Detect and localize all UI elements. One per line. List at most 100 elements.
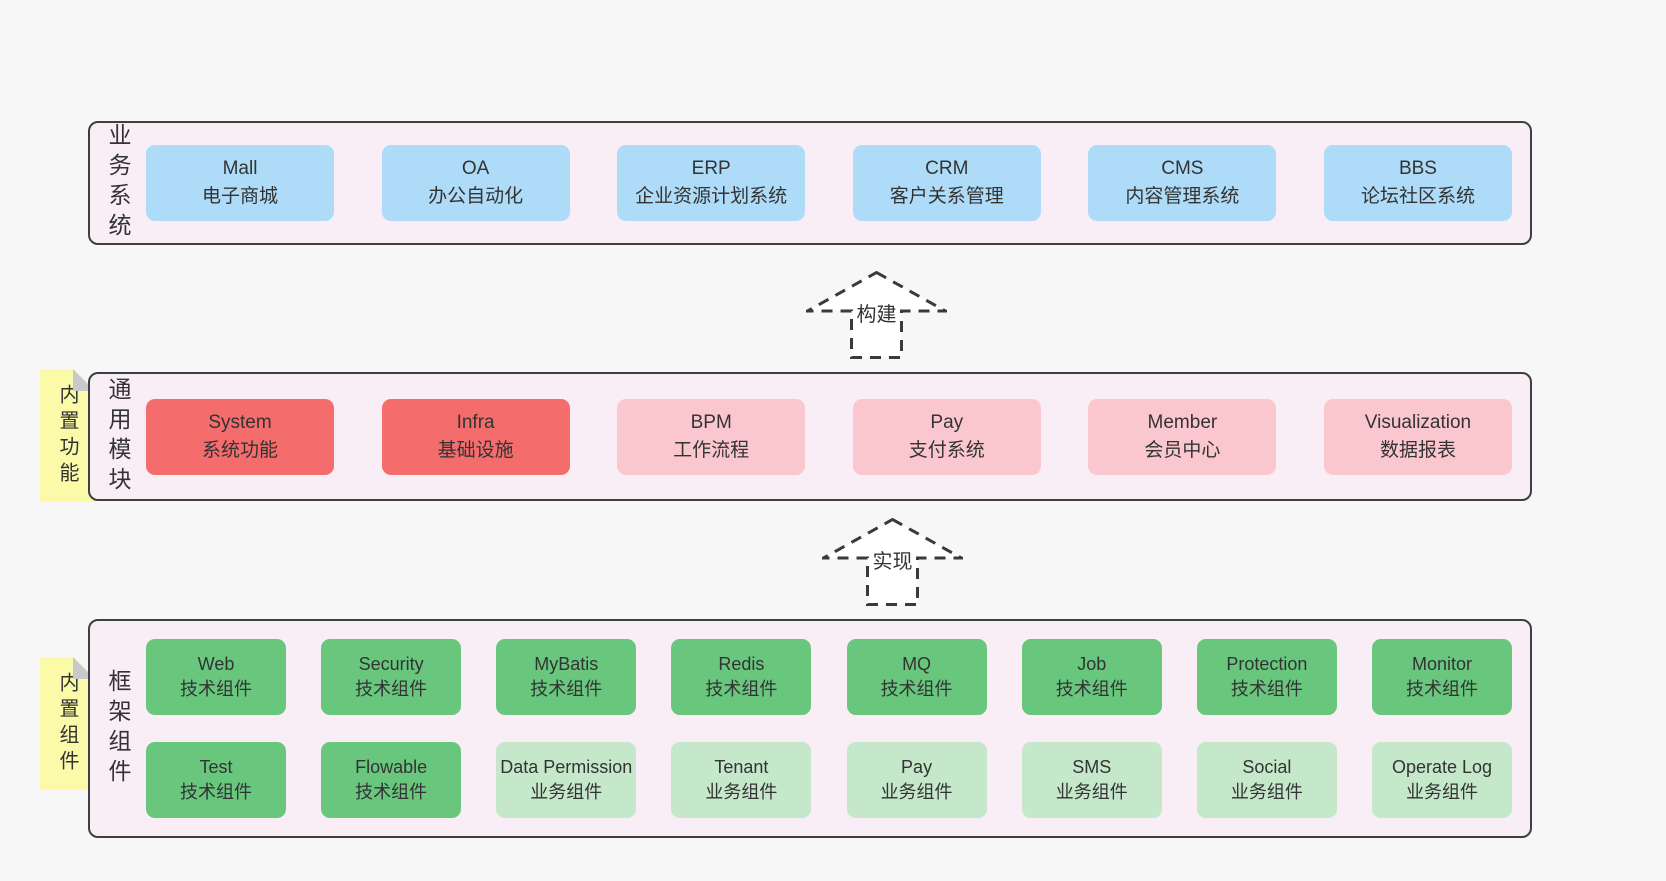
box-desc: 会员中心 <box>1144 439 1221 461</box>
box-desc: 技术组件 <box>530 679 603 699</box>
layer-common-modules-label: 通用模块 <box>105 376 131 497</box>
layer-business-systems-label: 业务系统 <box>105 123 131 243</box>
box-desc: 客户关系管理 <box>889 186 1004 207</box>
component-box: Pay 业务组件 <box>846 742 987 818</box>
box-name: SMS <box>1072 756 1112 777</box>
box-name: MyBatis <box>534 653 599 674</box>
component-box: Tenant 业务组件 <box>671 742 812 818</box>
box-desc: 技术组件 <box>355 782 428 802</box>
box-desc: 内容管理系统 <box>1125 186 1240 207</box>
component-box: MQ 技术组件 <box>846 639 987 715</box>
box-name: BBS <box>1398 158 1437 180</box>
business-system-box: Mall 电子商城 <box>146 145 334 221</box>
box-desc: 业务组件 <box>705 782 778 802</box>
implement-arrow-label: 实现 <box>869 545 916 574</box>
module-box: Member 会员中心 <box>1088 398 1277 475</box>
box-desc: 技术组件 <box>705 679 778 699</box>
component-box: Security 技术组件 <box>321 639 462 715</box>
layer-framework-components: 框架组件 Web 技术组件 Security 技术组件 MyBatis <box>88 619 1532 838</box>
box-name: Redis <box>718 653 765 674</box>
business-system-box: CMS 内容管理系统 <box>1088 145 1277 221</box>
note-built-in-functions: 内置功能 <box>40 369 95 502</box>
component-box: Data Permission 业务组件 <box>496 742 637 818</box>
component-box: Monitor 技术组件 <box>1371 639 1512 715</box>
common-modules-row: System 系统功能 Infra 基础设施 BPM 工作流程 Pay <box>146 398 1512 475</box>
box-desc: 技术组件 <box>180 782 252 802</box>
component-box: Job 技术组件 <box>1021 639 1162 715</box>
layer-business-systems-content: Mall 电子商城 OA 办公自动化 ERP 企业资源计划系统 CRM <box>146 123 1530 243</box>
box-desc: 企业资源计划系统 <box>635 186 788 207</box>
box-desc: 业务组件 <box>880 782 953 802</box>
box-desc: 数据报表 <box>1379 439 1456 461</box>
business-system-box: CRM 客户关系管理 <box>852 145 1041 221</box>
component-box: Protection 技术组件 <box>1196 639 1337 715</box>
box-desc: 基础设施 <box>437 439 514 461</box>
box-desc: 办公自动化 <box>428 186 524 207</box>
box-name: Security <box>358 653 424 674</box>
box-desc: 支付系统 <box>908 439 985 461</box>
box-name: MQ <box>902 653 932 674</box>
note-built-in-components: 内置组件 <box>40 657 95 790</box>
layer-business-systems: 业务系统 Mall 电子商城 OA 办公自动化 ERP <box>88 121 1532 245</box>
box-desc: 业务组件 <box>530 782 603 802</box>
framework-components-row-bottom: Test 技术组件 Flowable 技术组件 Data Permission … <box>146 742 1512 818</box>
box-name: Protection <box>1226 653 1308 674</box>
build-arrow-label: 构建 <box>853 298 900 327</box>
box-desc: 系统功能 <box>201 439 278 461</box>
box-desc: 电子商城 <box>201 186 278 207</box>
box-desc: 工作流程 <box>673 439 750 461</box>
box-name: Infra <box>456 411 495 433</box>
box-name: Job <box>1077 653 1107 674</box>
box-name: Pay <box>930 411 964 433</box>
component-box: MyBatis 技术组件 <box>496 639 637 715</box>
build-arrow-icon: 构建 <box>806 271 947 359</box>
box-name: Member <box>1147 411 1218 433</box>
box-name: OA <box>461 158 490 180</box>
implement-arrow-icon: 实现 <box>822 518 963 606</box>
box-name: Operate Log <box>1391 756 1493 777</box>
component-box: Social 业务组件 <box>1196 742 1337 818</box>
component-box: Redis 技术组件 <box>671 639 812 715</box>
component-box: Flowable 技术组件 <box>321 742 462 818</box>
layer-common-modules-content: System 系统功能 Infra 基础设施 BPM 工作流程 Pay <box>146 374 1530 499</box>
layer-framework-components-content: Web 技术组件 Security 技术组件 MyBatis 技术组件 <box>146 621 1530 836</box>
box-name: Monitor <box>1411 653 1472 674</box>
box-desc: 业务组件 <box>1405 782 1478 802</box>
business-system-box: ERP 企业资源计划系统 <box>617 145 806 221</box>
box-desc: 业务组件 <box>1230 782 1303 802</box>
box-name: System <box>208 411 272 433</box>
box-desc: 技术组件 <box>355 679 428 699</box>
box-name: CMS <box>1161 158 1204 180</box>
module-box: Infra 基础设施 <box>381 398 570 475</box>
box-name: Data Permission <box>500 756 633 777</box>
component-box: Test 技术组件 <box>146 742 286 818</box>
box-name: Test <box>199 756 233 777</box>
box-name: Mall <box>222 158 258 180</box>
box-name: Flowable <box>355 756 428 777</box>
box-name: Pay <box>901 756 933 777</box>
box-name: BPM <box>690 411 732 433</box>
note-text: 内置功能 <box>56 383 78 488</box>
framework-components-row-top: Web 技术组件 Security 技术组件 MyBatis 技术组件 <box>146 639 1512 715</box>
box-desc: 技术组件 <box>180 679 252 699</box>
module-box: Pay 支付系统 <box>852 398 1041 475</box>
module-box: System 系统功能 <box>146 398 334 475</box>
business-system-box: BBS 论坛社区系统 <box>1323 145 1512 221</box>
box-desc: 技术组件 <box>1230 679 1303 699</box>
box-name: Social <box>1242 756 1292 777</box>
layer-framework-components-label: 框架组件 <box>105 668 131 789</box>
box-desc: 业务组件 <box>1055 782 1128 802</box>
component-box: SMS 业务组件 <box>1021 742 1162 818</box>
box-desc: 技术组件 <box>1055 679 1128 699</box>
note-text: 内置组件 <box>56 671 78 776</box>
box-name: Visualization <box>1364 411 1472 433</box>
business-system-box: OA 办公自动化 <box>381 145 570 221</box>
box-desc: 技术组件 <box>1405 679 1478 699</box>
business-systems-row: Mall 电子商城 OA 办公自动化 ERP 企业资源计划系统 CRM <box>146 145 1512 221</box>
box-desc: 论坛社区系统 <box>1360 186 1475 207</box>
component-box: Web 技术组件 <box>146 639 286 715</box>
box-name: Tenant <box>714 756 769 777</box>
component-box: Operate Log 业务组件 <box>1371 742 1512 818</box>
module-box: BPM 工作流程 <box>617 398 806 475</box>
